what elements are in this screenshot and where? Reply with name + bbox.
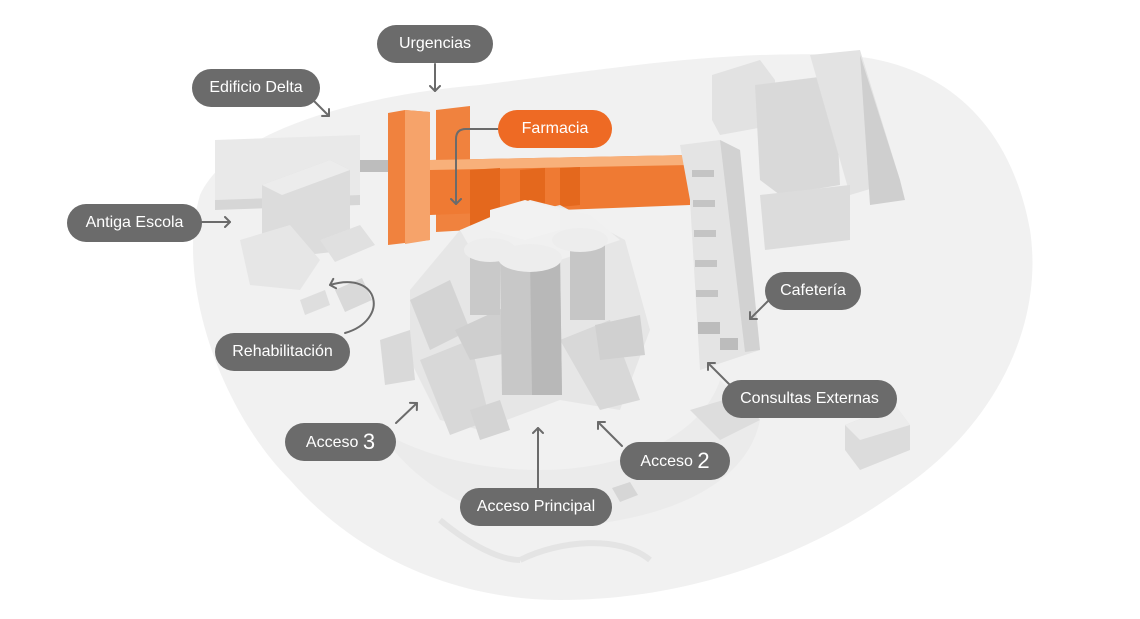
road-curve xyxy=(438,517,652,563)
label-cafeteria[interactable]: Cafetería xyxy=(765,272,861,310)
acceso3-word: Acceso xyxy=(305,434,359,451)
label-acceso2[interactable]: Acceso 2 xyxy=(620,442,730,480)
arrow-acceso3 xyxy=(395,401,418,424)
acceso3-number: 3 xyxy=(362,429,376,454)
building-top-right xyxy=(712,50,905,250)
label-acceso3[interactable]: Acceso 3 xyxy=(285,423,396,461)
acceso2-word: Acceso xyxy=(640,453,693,470)
arrow-cafeteria xyxy=(749,298,771,320)
building-consultas-externas xyxy=(680,140,760,440)
building-antiga-escola xyxy=(215,135,375,315)
label-urgencias[interactable]: Urgencias xyxy=(377,25,493,63)
connector-bridge xyxy=(360,160,390,172)
label-antiga-escola[interactable]: Antiga Escola xyxy=(67,204,202,242)
acceso2-number: 2 xyxy=(697,448,710,473)
label-farmacia[interactable]: Farmacia xyxy=(498,110,612,148)
building-small-south xyxy=(612,482,638,502)
label-edificio-delta[interactable]: Edificio Delta xyxy=(192,69,320,107)
arrow-farmacia xyxy=(450,128,499,205)
label-acceso-principal[interactable]: Acceso Principal xyxy=(460,488,612,526)
building-farmacia xyxy=(388,106,690,245)
label-rehabilitacion[interactable]: Rehabilitación xyxy=(215,333,350,371)
arrow-acceso2 xyxy=(597,421,623,447)
building-main-complex xyxy=(380,200,650,440)
label-consultas-externas[interactable]: Consultas Externas xyxy=(722,380,897,418)
map-arrows xyxy=(201,63,771,489)
arrow-edificio-delta xyxy=(311,98,330,117)
arrow-rehabilitacion xyxy=(329,277,375,334)
building-small-right-top xyxy=(845,405,910,440)
arrow-consultas-externas xyxy=(707,362,731,386)
